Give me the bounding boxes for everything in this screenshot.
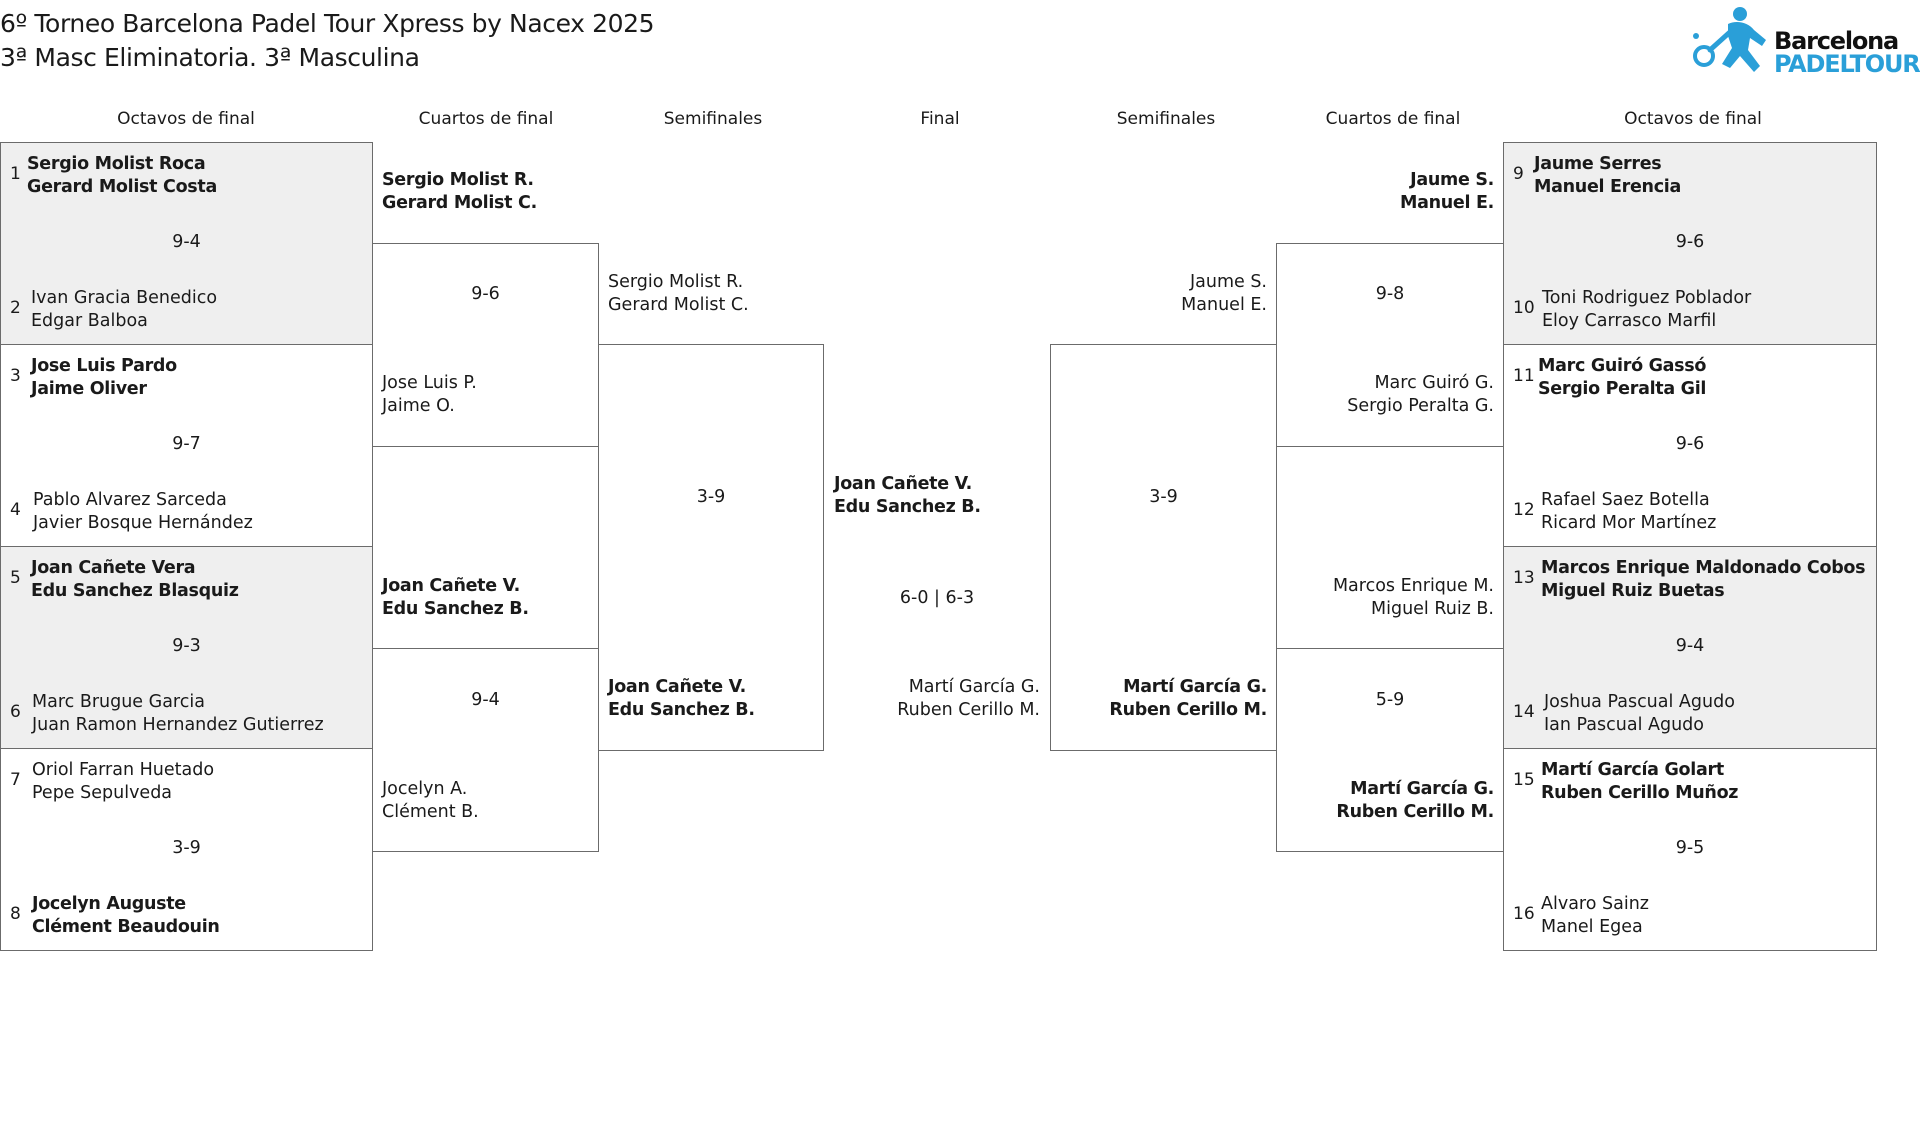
round-header-left-qf: Cuartos de final	[418, 109, 554, 129]
seed-number: 2	[10, 298, 21, 318]
team-name: Martí García G.Ruben Cerillo M.	[1109, 677, 1267, 720]
team-name: Sergio Molist R.Gerard Molist C.	[608, 272, 749, 315]
team-name: Joan Cañete V.Edu Sanchez B.	[382, 576, 529, 619]
match-box-left-r16-1	[0, 142, 373, 345]
logo-text-barcelona: Barcelona	[1774, 27, 1899, 55]
seed-number: 6	[10, 702, 21, 722]
seed-number: 9	[1513, 164, 1524, 184]
match-score: 9-5	[1675, 838, 1705, 858]
round-header-right-sf: Semifinales	[1116, 109, 1216, 129]
final-score: 6-0 | 6-3	[899, 588, 975, 608]
tournament-title: 6º Torneo Barcelona Padel Tour Xpress by…	[0, 9, 655, 38]
match-score: 9-3	[172, 636, 201, 656]
match-score: 9-6	[1675, 434, 1705, 454]
category-title: 3ª Masc Eliminatoria. 3ª Masculina	[0, 43, 420, 72]
round-header-final: Final	[920, 109, 960, 129]
seed-number: 13	[1513, 568, 1535, 588]
match-score: 9-8	[1375, 284, 1405, 304]
match-score: 3-9	[696, 487, 726, 507]
match-score: 9-6	[1675, 232, 1705, 252]
seed-number: 15	[1513, 770, 1535, 790]
match-score: 3-9	[1149, 487, 1178, 507]
team-name: Joan Cañete V.Edu Sanchez B.	[608, 677, 755, 720]
round-header-left-sf: Semifinales	[663, 109, 763, 129]
padel-player-icon	[1693, 7, 1766, 72]
team-name: Marc Guiró G.Sergio Peralta G.	[1347, 373, 1494, 416]
seed-number: 16	[1513, 904, 1535, 924]
team-name: Jose Luis P.Jaime O.	[382, 373, 477, 416]
team-name: Martí García G.Ruben Cerillo M.	[1336, 779, 1494, 822]
seed-number: 4	[10, 500, 21, 520]
seed-number: 1	[10, 164, 21, 184]
round-header-right-r16: Octavos de final	[1624, 109, 1762, 129]
seed-number: 14	[1513, 702, 1535, 722]
brand-logo: Barcelona PADELTOUR	[1690, 6, 1920, 78]
match-score: 9-4	[172, 232, 201, 252]
match-score: 3-9	[172, 838, 201, 858]
match-score: 9-4	[1675, 636, 1705, 656]
seed-number: 7	[10, 770, 21, 790]
round-header-right-qf: Cuartos de final	[1325, 109, 1461, 129]
seed-number: 3	[10, 366, 21, 386]
seed-number: 10	[1513, 298, 1535, 318]
match-box-left-sf	[598, 344, 824, 751]
seed-number: 8	[10, 904, 21, 924]
match-score: 9-6	[471, 284, 500, 304]
seed-number: 5	[10, 568, 21, 588]
match-box-right-sf	[1050, 344, 1277, 751]
team-name: Sergio Molist R.Gerard Molist C.	[382, 170, 537, 213]
runner-up-team: Martí García G.Ruben Cerillo M.	[897, 677, 1040, 720]
team-name: Jaume S.Manuel E.	[1399, 170, 1494, 213]
match-score: 5-9	[1375, 690, 1405, 710]
team-name: Marcos Enrique M.Miguel Ruiz B.	[1332, 576, 1494, 619]
match-box-right-r16-3	[1503, 546, 1877, 749]
team-name: Jaume S.Manuel E.	[1181, 272, 1267, 315]
match-score: 9-4	[471, 690, 500, 710]
round-header-left-r16: Octavos de final	[117, 109, 255, 129]
logo-text-padeltour: PADELTOUR	[1774, 50, 1920, 78]
team-name: Jocelyn A.Clément B.	[382, 779, 479, 822]
match-box-right-r16-4	[1503, 748, 1877, 951]
seed-number: 12	[1513, 500, 1535, 520]
match-score: 9-7	[172, 434, 201, 454]
champion-team: Joan Cañete V.Edu Sanchez B.	[834, 474, 981, 517]
seed-number: 11	[1513, 366, 1535, 386]
